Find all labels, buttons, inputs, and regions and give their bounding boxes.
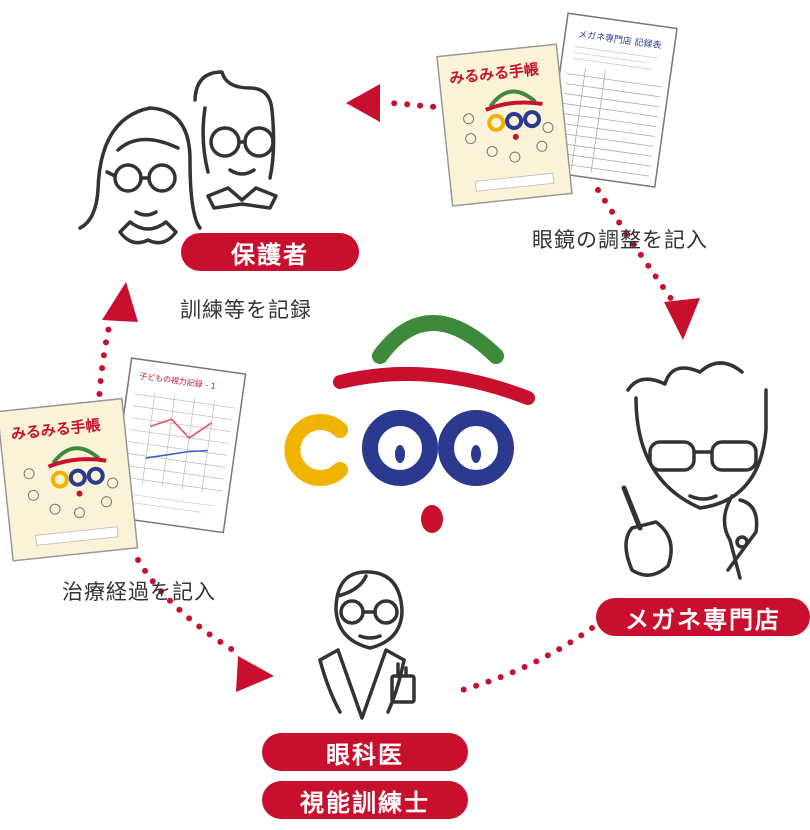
optician-icon — [621, 361, 768, 580]
optician-sheet: メガネ専門店 記録表 — [544, 12, 678, 188]
edge-label-training: 訓練等を記録 — [180, 298, 312, 322]
cycle-arrowheads — [102, 84, 700, 692]
notebook-top: みるみる手帳 — [436, 43, 573, 207]
guardian-label: 保護者 — [231, 240, 309, 269]
arrowhead-to-guardian-left — [102, 282, 138, 322]
doctor-label: 眼科医 — [326, 740, 404, 769]
coo-logo-icon — [284, 315, 535, 533]
connector-sheet-to-optician — [595, 187, 675, 303]
orthoptist-label: 視能訓練士 — [300, 788, 430, 817]
arrowhead-to-optician — [664, 298, 700, 340]
optician-pill: メガネ専門店 — [596, 598, 810, 636]
doctor-icon — [318, 570, 416, 720]
arrowhead-to-guardian-top — [346, 84, 380, 122]
edge-label-adjustment: 眼鏡の調整を記入 — [532, 228, 708, 252]
optician-label: メガネ専門店 — [625, 605, 781, 634]
connector-notebook-to-doctor — [135, 557, 239, 655]
connector-optician-to-doctor — [452, 625, 595, 695]
edge-label-treatment: 治療経過を記入 — [62, 580, 216, 604]
doctor-pill: 眼科医 — [262, 733, 468, 771]
parents-icon — [78, 70, 278, 245]
connector-notebook-to-guardian — [389, 100, 449, 111]
notebook-left: みるみる手帳 — [0, 397, 139, 562]
guardian-pill: 保護者 — [181, 233, 359, 271]
chart-sheet: 子どもの視力記録 - 1 — [108, 357, 247, 534]
orthoptist-pill: 視能訓練士 — [262, 781, 468, 819]
arrowhead-to-doctor — [236, 656, 274, 692]
